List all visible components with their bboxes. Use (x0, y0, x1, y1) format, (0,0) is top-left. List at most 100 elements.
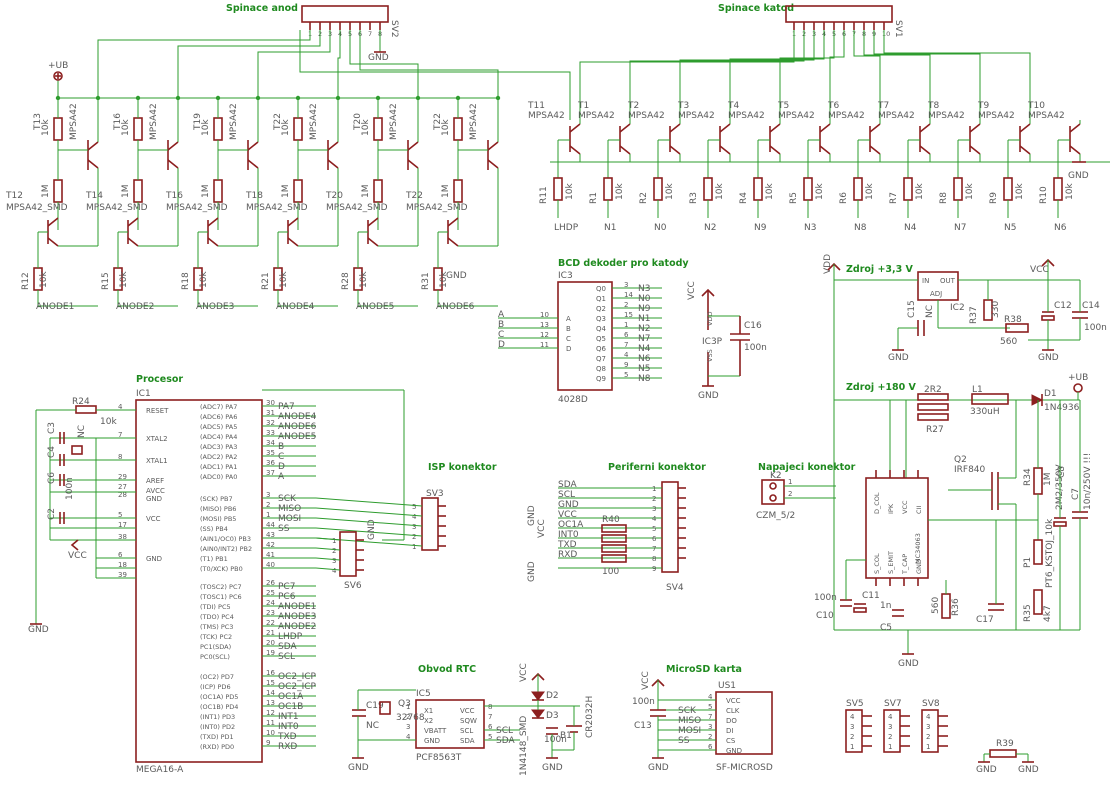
pin-label: (SCK) PB7 (200, 495, 233, 503)
svg-text:100: 100 (602, 567, 619, 577)
anode-ctrl-wire (359, 30, 499, 120)
anode-net: ANODE3 (196, 302, 234, 312)
svg-text:GND: GND (527, 505, 537, 526)
pin-number: 1 (926, 743, 930, 751)
pnp-emitter (407, 141, 419, 151)
svg-text:GND: GND (28, 625, 49, 635)
cathode-net: LHDP (554, 223, 579, 233)
npn-collector (569, 123, 581, 133)
pin-number: 26 (266, 579, 275, 587)
anode-net: ANODE2 (116, 302, 154, 312)
pin-number: 27 (118, 483, 127, 491)
net-label: C (278, 452, 284, 462)
pin-number: 7 (708, 713, 712, 721)
svg-text:100n: 100n (744, 343, 767, 353)
pin-number: 18 (118, 561, 127, 569)
sv1-pin-number: 10 (882, 30, 890, 38)
pin-number: 5 (624, 371, 628, 379)
svg-text:560: 560 (931, 597, 941, 614)
resistor-label: 10k (41, 119, 51, 136)
svg-text:IC3P: IC3P (702, 337, 723, 347)
transistor-label: MPSA42_SMD (246, 203, 308, 213)
pin-label: T_CAP (901, 554, 909, 575)
pin-label: (ADC6) PA6 (200, 413, 237, 421)
microsd: US1 SF-MICROSD VCC4CLK5SCKDO7MISODI3MOSI… (632, 671, 773, 773)
net-label: ANODE3 (278, 612, 316, 622)
pnp-emitter (487, 141, 499, 151)
pin-number: 2 (412, 533, 416, 541)
cathode-ctrl-wire (629, 30, 805, 120)
svg-text:100n: 100n (814, 593, 837, 603)
title-psu180: Zdroj +180 V (846, 382, 917, 393)
resistor-label: 10k (201, 119, 211, 136)
base-resistor (553, 177, 563, 201)
net-label: SDA (278, 642, 297, 652)
net-label: N2 (638, 324, 650, 334)
svg-text:C14: C14 (1082, 301, 1100, 311)
pin-number: 5 (118, 511, 122, 519)
isp-wire (315, 497, 423, 507)
transistor-label: MPSA42 (309, 103, 319, 140)
svg-text:PCF8563T: PCF8563T (416, 753, 462, 763)
pin-number: 6 (488, 723, 493, 731)
series-resistor (53, 179, 63, 203)
transistor-label: T10 (1027, 101, 1045, 111)
resistor-label: 10k (765, 183, 775, 200)
transistor-label: MPSA42 (628, 111, 665, 121)
net-label: SCL (278, 652, 295, 662)
cathode-net: N9 (754, 223, 767, 233)
pin-number: 7 (488, 713, 492, 721)
pin-number: 8 (488, 703, 492, 711)
svg-text:C4: C4 (47, 446, 57, 458)
transistor-label: T19 (193, 113, 203, 131)
svg-text:GND: GND (527, 561, 537, 582)
resistor-label: R3 (689, 192, 699, 204)
base-resistor (653, 177, 663, 201)
pin-label: (ADC5) PA5 (200, 423, 237, 431)
pin-number: 13 (540, 321, 549, 329)
pin-label: SDA (460, 737, 475, 745)
svg-text:1n: 1n (880, 601, 891, 611)
pin-label: (TOSC2) PC7 (200, 583, 242, 591)
pin-number: 2 (332, 547, 336, 555)
series-resistor (293, 179, 303, 203)
svg-text:GND: GND (368, 53, 389, 63)
junction (55, 95, 61, 101)
resistor-label: 10k (915, 183, 925, 200)
psu-33: VDD IN OUT ADJ IC2 R37 330 R38 560 C12 G… (823, 254, 1107, 630)
svg-text:C19: C19 (366, 701, 384, 711)
transistor-label: MPSA42 (578, 111, 615, 121)
pin-label: GND (146, 495, 162, 503)
pin-label: (OC2) PD7 (200, 673, 234, 681)
transistor-label: MPSA42 (389, 103, 399, 140)
net-label: MOSI (278, 514, 301, 524)
svg-text:100n: 100n (632, 697, 655, 707)
pin-label: SCL (460, 727, 473, 735)
pin-label: (TOSC1) PC6 (200, 593, 242, 601)
net-label: OC1A (278, 692, 304, 702)
npn-emitter (869, 145, 881, 155)
pin-number: 3 (624, 281, 628, 289)
resistor-label: 10k (865, 183, 875, 200)
net-label: A (498, 310, 505, 320)
svg-text:IC1: IC1 (136, 389, 151, 399)
transistor-label: MPSA42 (1028, 111, 1065, 121)
cathode-net: N5 (1004, 223, 1016, 233)
pin-number: 9 (266, 739, 270, 747)
pin-number: 1 (624, 321, 628, 329)
title-isp: ISP konektor (428, 462, 497, 473)
base-resistor (853, 177, 863, 201)
svg-text:K2: K2 (770, 471, 782, 481)
pin-label: Q6 (596, 345, 607, 353)
pnp-collector (487, 159, 499, 169)
resistor-label: 10k (39, 271, 49, 288)
sv2-pin-number: 7 (368, 30, 372, 38)
series-resistor (373, 179, 383, 203)
npn-collector (207, 217, 219, 227)
net-label: SCL (496, 726, 513, 736)
pin-label: X2 (424, 717, 433, 725)
pin-label: Q3 (596, 315, 606, 323)
pin-label: C (566, 335, 571, 343)
gnd-label: GND (446, 271, 467, 281)
